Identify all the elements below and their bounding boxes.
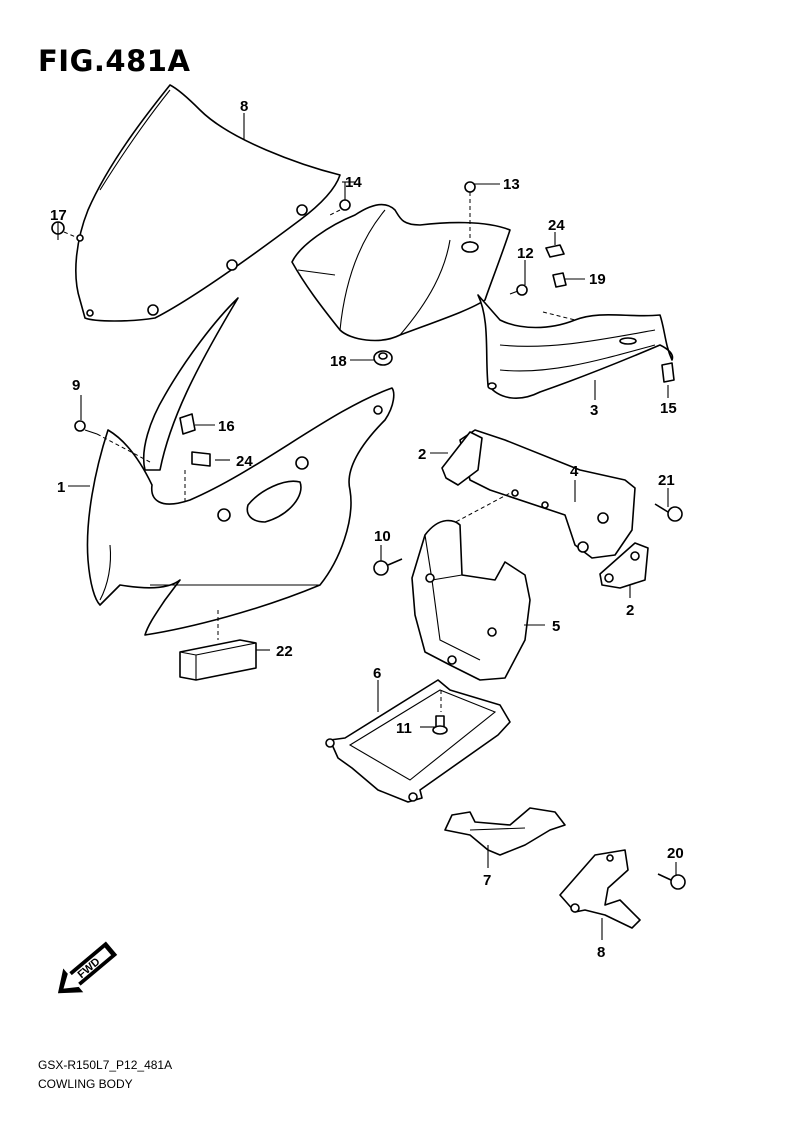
callout-15: 14 <box>345 174 362 191</box>
windscreen-part-9 <box>75 84 341 322</box>
screw-part-10 <box>74 420 151 463</box>
callout-2-lower: 2 <box>626 602 634 619</box>
bolt-part-11 <box>373 558 403 576</box>
callout-23: 22 <box>276 643 293 660</box>
grommet-part-19 <box>373 350 393 366</box>
callout-16: 15 <box>660 400 677 417</box>
figure-code: GSX-R150L7_P12_481A <box>38 1058 173 1072</box>
clip-part-17 <box>179 413 196 435</box>
callout-10: 9 <box>72 377 80 394</box>
callout-5: 5 <box>552 618 560 635</box>
callout-7: 7 <box>483 872 491 889</box>
callout-11: 10 <box>374 528 391 545</box>
foam-part-23 <box>179 639 257 681</box>
bolt-part-12 <box>432 715 448 735</box>
bolt-part-21 <box>657 873 686 890</box>
bracket-part-2-lower <box>599 542 649 589</box>
callout-19: 18 <box>330 353 347 370</box>
bolt-part-22 <box>654 503 683 522</box>
callout-4: 4 <box>570 463 579 480</box>
callout-8: 8 <box>597 944 605 961</box>
bracket-part-7 <box>444 807 566 856</box>
stay-part-4 <box>449 429 636 559</box>
callout-9: 8 <box>240 98 248 115</box>
callout-20: 19 <box>589 271 606 288</box>
fwd-arrow-icon: FWD <box>57 941 118 994</box>
callout-13: 12 <box>517 245 534 262</box>
callout-17: 16 <box>218 418 235 435</box>
screw-part-18 <box>51 221 84 242</box>
screw-part-13 <box>509 284 528 296</box>
callout-18: 17 <box>50 207 67 224</box>
callout-1: 1 <box>57 479 65 496</box>
inner-panel-part-3 <box>477 294 674 399</box>
callout-3: 3 <box>590 402 598 419</box>
tray-part-6 <box>325 679 511 803</box>
figure-name: COWLING BODY <box>38 1077 133 1091</box>
bracket-part-8 <box>559 849 641 929</box>
cowling-body-part-1 <box>86 297 395 640</box>
callout-24-upper: 24 <box>548 217 565 234</box>
callout-22: 21 <box>658 472 675 489</box>
cushion-part-24-upper <box>545 244 565 258</box>
callout-14: 13 <box>503 176 520 193</box>
callout-labels: 8 17 14 13 24 12 19 3 15 18 9 16 24 1 2 … <box>50 98 684 961</box>
callout-2-upper: 2 <box>418 446 426 463</box>
headlight-housing <box>291 181 511 342</box>
meter-cover-part-5 <box>411 519 531 681</box>
figure-title: FIG.481A <box>38 44 191 78</box>
nut-part-20 <box>552 272 567 288</box>
bracket-part-2-upper <box>441 431 483 486</box>
callout-21: 20 <box>667 845 684 862</box>
callout-24-lower: 24 <box>236 453 253 470</box>
callout-6: 6 <box>373 665 381 682</box>
callout-12: 11 <box>396 720 412 737</box>
leader-lines <box>57 113 677 940</box>
screw-part-15 <box>329 199 351 216</box>
cushion-part-24-lower <box>191 451 211 467</box>
clip-part-16 <box>661 362 675 383</box>
